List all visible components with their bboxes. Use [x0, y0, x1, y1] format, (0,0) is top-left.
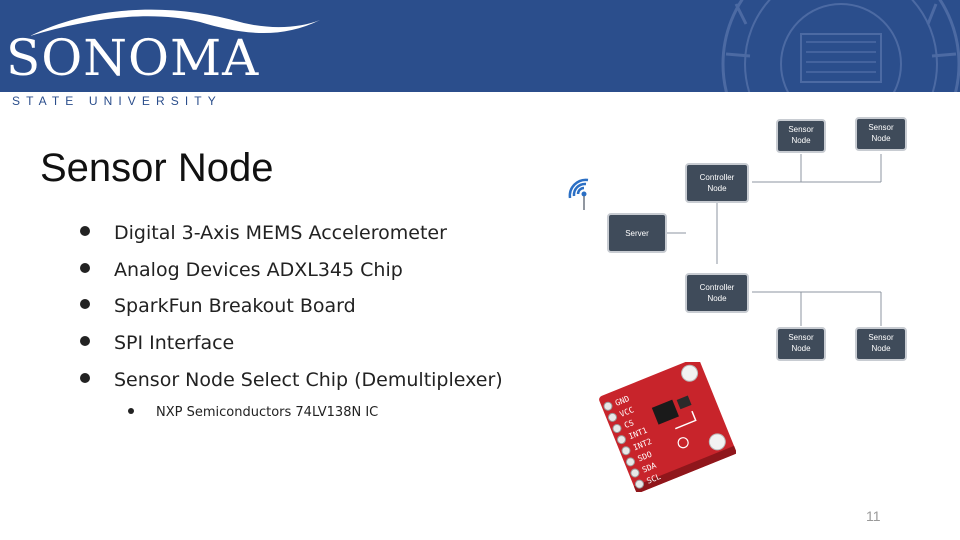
bullet-text: SparkFun Breakout Board	[114, 295, 356, 317]
sensor-label-line1: Sensor	[868, 333, 894, 342]
sensor-label-line2: Node	[791, 344, 811, 353]
bullet-dot-icon	[80, 336, 90, 346]
university-seal-watermark	[721, 0, 960, 92]
bullet-item: Analog Devices ADXL345 Chip	[80, 257, 403, 283]
diagram-connectors	[666, 154, 882, 326]
sensor-node: Sensor Node	[776, 119, 826, 153]
bullet-dot-icon	[80, 226, 90, 236]
bullet-item: Sensor Node Select Chip (Demultiplexer)	[80, 367, 503, 393]
bullet-dot-icon	[80, 299, 90, 309]
header-white-strip	[0, 92, 960, 108]
server-node: Server	[607, 213, 667, 253]
bullet-text: Analog Devices ADXL345 Chip	[114, 259, 403, 281]
wireless-signal-icon	[568, 178, 589, 210]
controller-node: Controller Node	[685, 163, 749, 203]
sensor-node: Sensor Node	[855, 327, 907, 361]
bullet-dot-icon	[80, 373, 90, 383]
controller-label-line1: Controller	[700, 283, 735, 292]
board-pin-label: CS	[623, 418, 635, 430]
sub-bullet-item: NXP Semiconductors 74LV138N IC	[128, 403, 378, 423]
sensor-label-line1: Sensor	[868, 123, 894, 132]
controller-node: Controller Node	[685, 273, 749, 313]
sensor-label-line2: Node	[871, 134, 891, 143]
logo-swoosh-graphic	[30, 9, 320, 36]
network-diagram: Server Controller Node Controller Node S…	[568, 117, 907, 361]
sensor-node: Sensor Node	[855, 117, 907, 151]
sensor-node: Sensor Node	[776, 327, 826, 361]
bullet-text: Digital 3-Axis MEMS Accelerometer	[114, 222, 447, 244]
sensor-label-line1: Sensor	[788, 125, 814, 134]
board-pin-holes	[603, 401, 644, 489]
server-label: Server	[625, 229, 649, 238]
header-band: SONOMA	[0, 0, 960, 92]
logo-wordmark: SONOMA	[6, 29, 260, 87]
bullet-item: SPI Interface	[80, 330, 234, 356]
bullet-item: Digital 3-Axis MEMS Accelerometer	[80, 220, 447, 246]
bullet-dot-icon	[80, 263, 90, 273]
bullet-text: Sensor Node Select Chip (Demultiplexer)	[114, 369, 503, 391]
adxl345-breakout-board-image: GND VCC CS INT1 INT2 SDO SDA SCL	[599, 362, 736, 492]
controller-label-line1: Controller	[700, 173, 735, 182]
slide-title: Sensor Node	[40, 146, 274, 190]
sensor-label-line1: Sensor	[788, 333, 814, 342]
sensor-label-line2: Node	[791, 136, 811, 145]
controller-label-line2: Node	[707, 184, 727, 193]
logo-subtitle: STATE UNIVERSITY	[12, 94, 222, 108]
bullet-item: SparkFun Breakout Board	[80, 293, 356, 319]
sensor-label-line2: Node	[871, 344, 891, 353]
sub-bullet-text: NXP Semiconductors 74LV138N IC	[156, 405, 379, 420]
bullet-text: SPI Interface	[114, 332, 235, 354]
page-number: 11	[866, 508, 881, 524]
controller-label-line2: Node	[707, 294, 727, 303]
bullet-dot-icon	[128, 408, 134, 414]
